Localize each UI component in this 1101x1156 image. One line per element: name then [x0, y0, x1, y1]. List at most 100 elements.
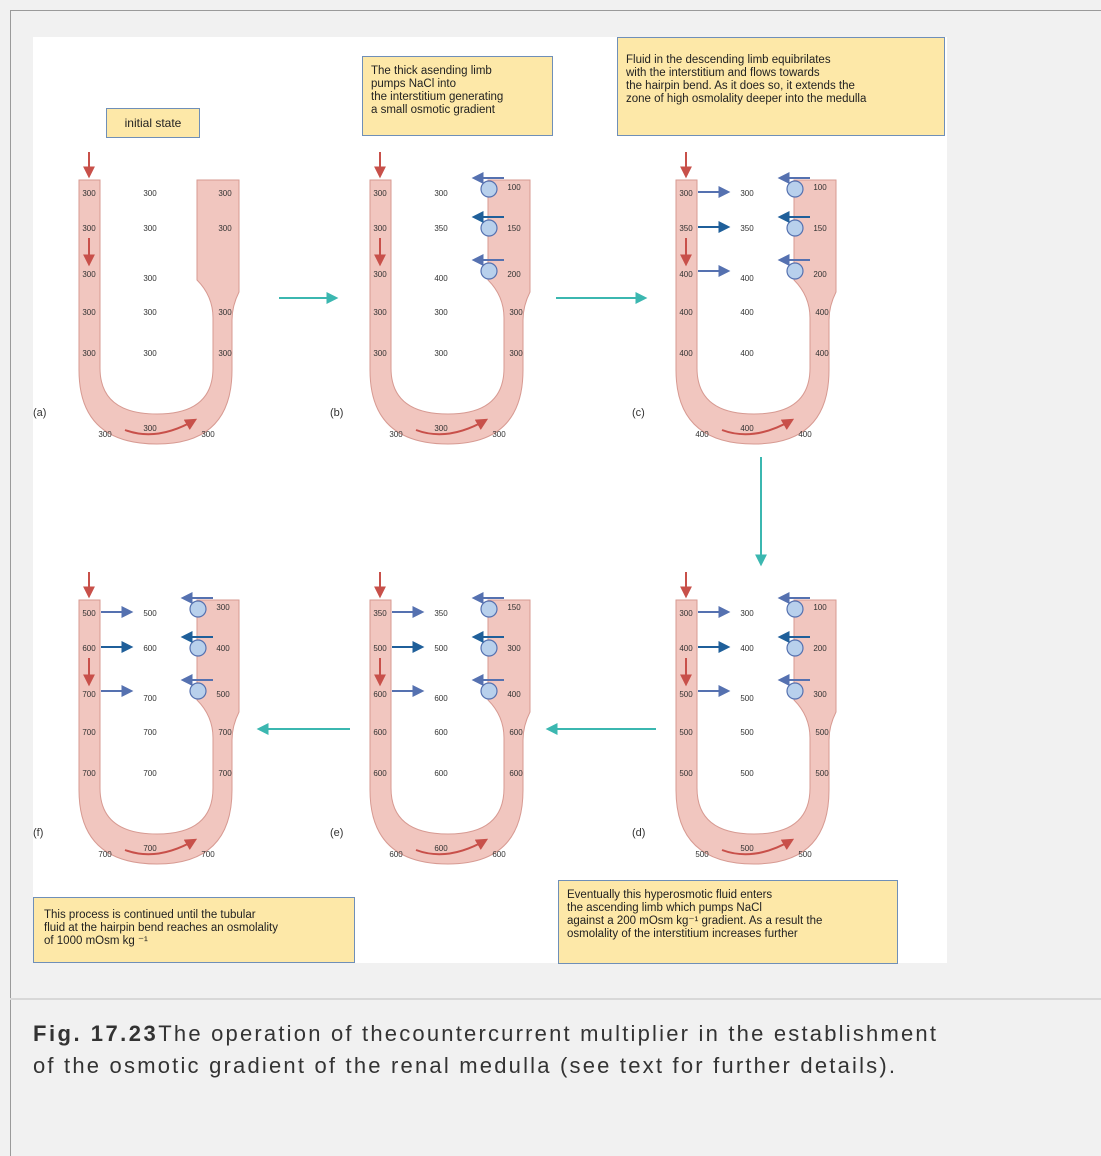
descending-value: 600: [373, 728, 387, 737]
tubule-loop: [78, 599, 240, 865]
interstitial-value: 600: [434, 844, 448, 853]
descending-value: 350: [679, 224, 693, 233]
interstitial-value: 700: [143, 694, 157, 703]
ascending-value: 300: [218, 308, 232, 317]
interstitial-value: 400: [740, 308, 754, 317]
ascending-value: 600: [509, 728, 523, 737]
descending-value: 300: [373, 308, 387, 317]
descending-value: 600: [373, 690, 387, 699]
ascending-value: 200: [813, 270, 827, 279]
panel-label: (b): [330, 407, 343, 419]
callout-process-continued: This process is continued until the tubu…: [33, 897, 355, 963]
interstitial-value: 300: [434, 349, 448, 358]
descending-value: 700: [82, 690, 96, 699]
ascending-value: 400: [507, 690, 521, 699]
interstitial-value: 300: [143, 274, 157, 283]
countercurrent-figure: 300 300 300 300 300 300 300 300 300 300 300 300 300 3…: [33, 37, 947, 964]
ascending-value: 100: [813, 183, 827, 192]
bend-flow-arrow: [721, 418, 795, 436]
descending-value: 300: [373, 270, 387, 279]
descending-value: 400: [679, 349, 693, 358]
ascending-value: 300: [509, 349, 523, 358]
nacl-pump: [480, 219, 498, 237]
caption-line-2: of the osmotic gradient of the renal med…: [33, 1053, 898, 1078]
ascending-value: 300: [218, 349, 232, 358]
panel-label: (c): [632, 407, 645, 419]
descending-value: 300: [373, 224, 387, 233]
ascending-value: 300: [218, 189, 232, 198]
ascending-value: 700: [218, 728, 232, 737]
ascending-value: 500: [815, 769, 829, 778]
panel-label: (d): [632, 827, 645, 839]
bend-flow-arrow: [415, 418, 489, 436]
ascending-value: 300: [218, 224, 232, 233]
descending-value: 300: [82, 349, 96, 358]
ascending-value: 300: [507, 644, 521, 653]
nacl-pump: [786, 682, 804, 700]
ascending-value: 300: [509, 308, 523, 317]
interstitial-value: 300: [434, 308, 448, 317]
interstitial-value: 350: [434, 224, 448, 233]
ascending-value: 300: [216, 603, 230, 612]
ascending-value: 300: [201, 430, 215, 439]
bend-flow-arrow: [415, 838, 489, 856]
nacl-pump: [786, 180, 804, 198]
ascending-value: 500: [216, 690, 230, 699]
nacl-pump: [189, 600, 207, 618]
interstitial-value: 500: [434, 644, 448, 653]
nacl-pump: [786, 262, 804, 280]
nacl-pump: [786, 219, 804, 237]
ascending-value: 700: [218, 769, 232, 778]
nacl-pump: [480, 180, 498, 198]
interstitial-value: 700: [143, 728, 157, 737]
descending-value: 500: [679, 769, 693, 778]
ascending-value: 400: [216, 644, 230, 653]
interstitial-value: 400: [740, 424, 754, 433]
interstitial-value: 300: [434, 424, 448, 433]
ascending-value: 300: [813, 690, 827, 699]
ascending-value: 150: [507, 603, 521, 612]
interstitial-value: 400: [740, 274, 754, 283]
interstitial-value: 500: [143, 609, 157, 618]
ascending-value: 500: [815, 728, 829, 737]
ascending-value: 700: [201, 850, 215, 859]
ascending-value: 300: [492, 430, 506, 439]
ascending-value: 500: [798, 850, 812, 859]
interstitial-value: 300: [143, 349, 157, 358]
caption-text-1: The operation of thecountercurrent multi…: [158, 1021, 939, 1046]
interstitial-value: 350: [434, 609, 448, 618]
descending-value: 700: [82, 728, 96, 737]
caption-label: Fig. 17.23: [33, 1021, 159, 1046]
interstitial-value: 350: [740, 224, 754, 233]
descending-value: 400: [679, 308, 693, 317]
ascending-value: 100: [507, 183, 521, 192]
descending-value: 700: [98, 850, 112, 859]
descending-value: 300: [389, 430, 403, 439]
panel-label: (e): [330, 827, 343, 839]
interstitial-value: 400: [740, 644, 754, 653]
interstitial-value: 600: [434, 769, 448, 778]
interstitial-value: 400: [740, 349, 754, 358]
interstitial-value: 300: [740, 189, 754, 198]
nacl-pump: [189, 639, 207, 657]
interstitial-value: 500: [740, 728, 754, 737]
tubule-loop: [675, 179, 837, 445]
figure-caption: Fig. 17.23The operation of thecountercur…: [33, 1018, 1101, 1082]
descending-value: 300: [82, 224, 96, 233]
ascending-value: 600: [509, 769, 523, 778]
interstitial-value: 600: [143, 644, 157, 653]
callout-eventually-hyperosmotic: Eventually this hyperosmotic fluid enter…: [558, 880, 898, 964]
interstitial-value: 700: [143, 769, 157, 778]
interstitial-value: 300: [740, 609, 754, 618]
descending-value: 300: [82, 308, 96, 317]
interstitial-value: 300: [143, 224, 157, 233]
interstitial-value: 300: [143, 189, 157, 198]
interstitial-value: 500: [740, 844, 754, 853]
descending-value: 300: [679, 609, 693, 618]
interstitial-value: 500: [740, 694, 754, 703]
